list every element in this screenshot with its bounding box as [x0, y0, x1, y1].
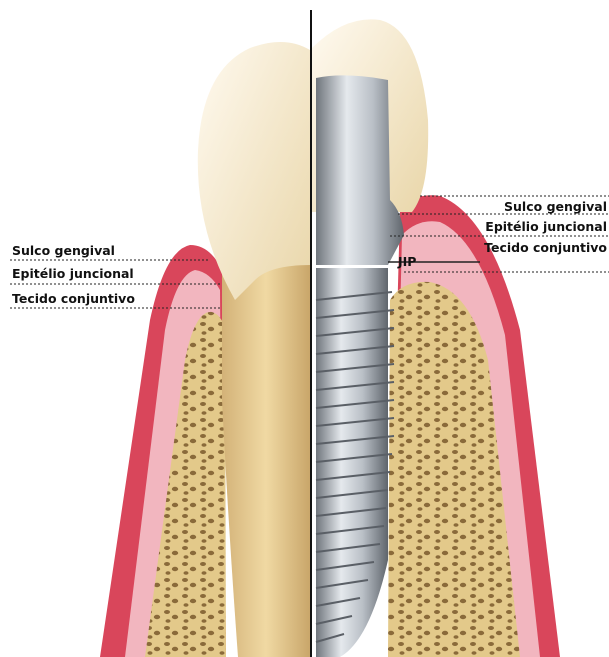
natural-tooth-side [100, 42, 310, 657]
right-label-sulco-gengival: Sulco gengival [504, 200, 607, 214]
left-root [222, 260, 310, 657]
left-label-tecido-conjuntivo: Tecido conjuntivo [12, 292, 135, 306]
implant-side [312, 19, 560, 657]
right-label-jip: JIP [398, 255, 416, 269]
left-label-sulco-gengival: Sulco gengival [12, 244, 115, 258]
right-label-tecido-conjuntivo: Tecido conjuntivo [484, 241, 607, 255]
left-label-epitelio-juncional: Epitélio juncional [12, 267, 134, 281]
right-label-epitelio-juncional: Epitélio juncional [485, 220, 607, 234]
